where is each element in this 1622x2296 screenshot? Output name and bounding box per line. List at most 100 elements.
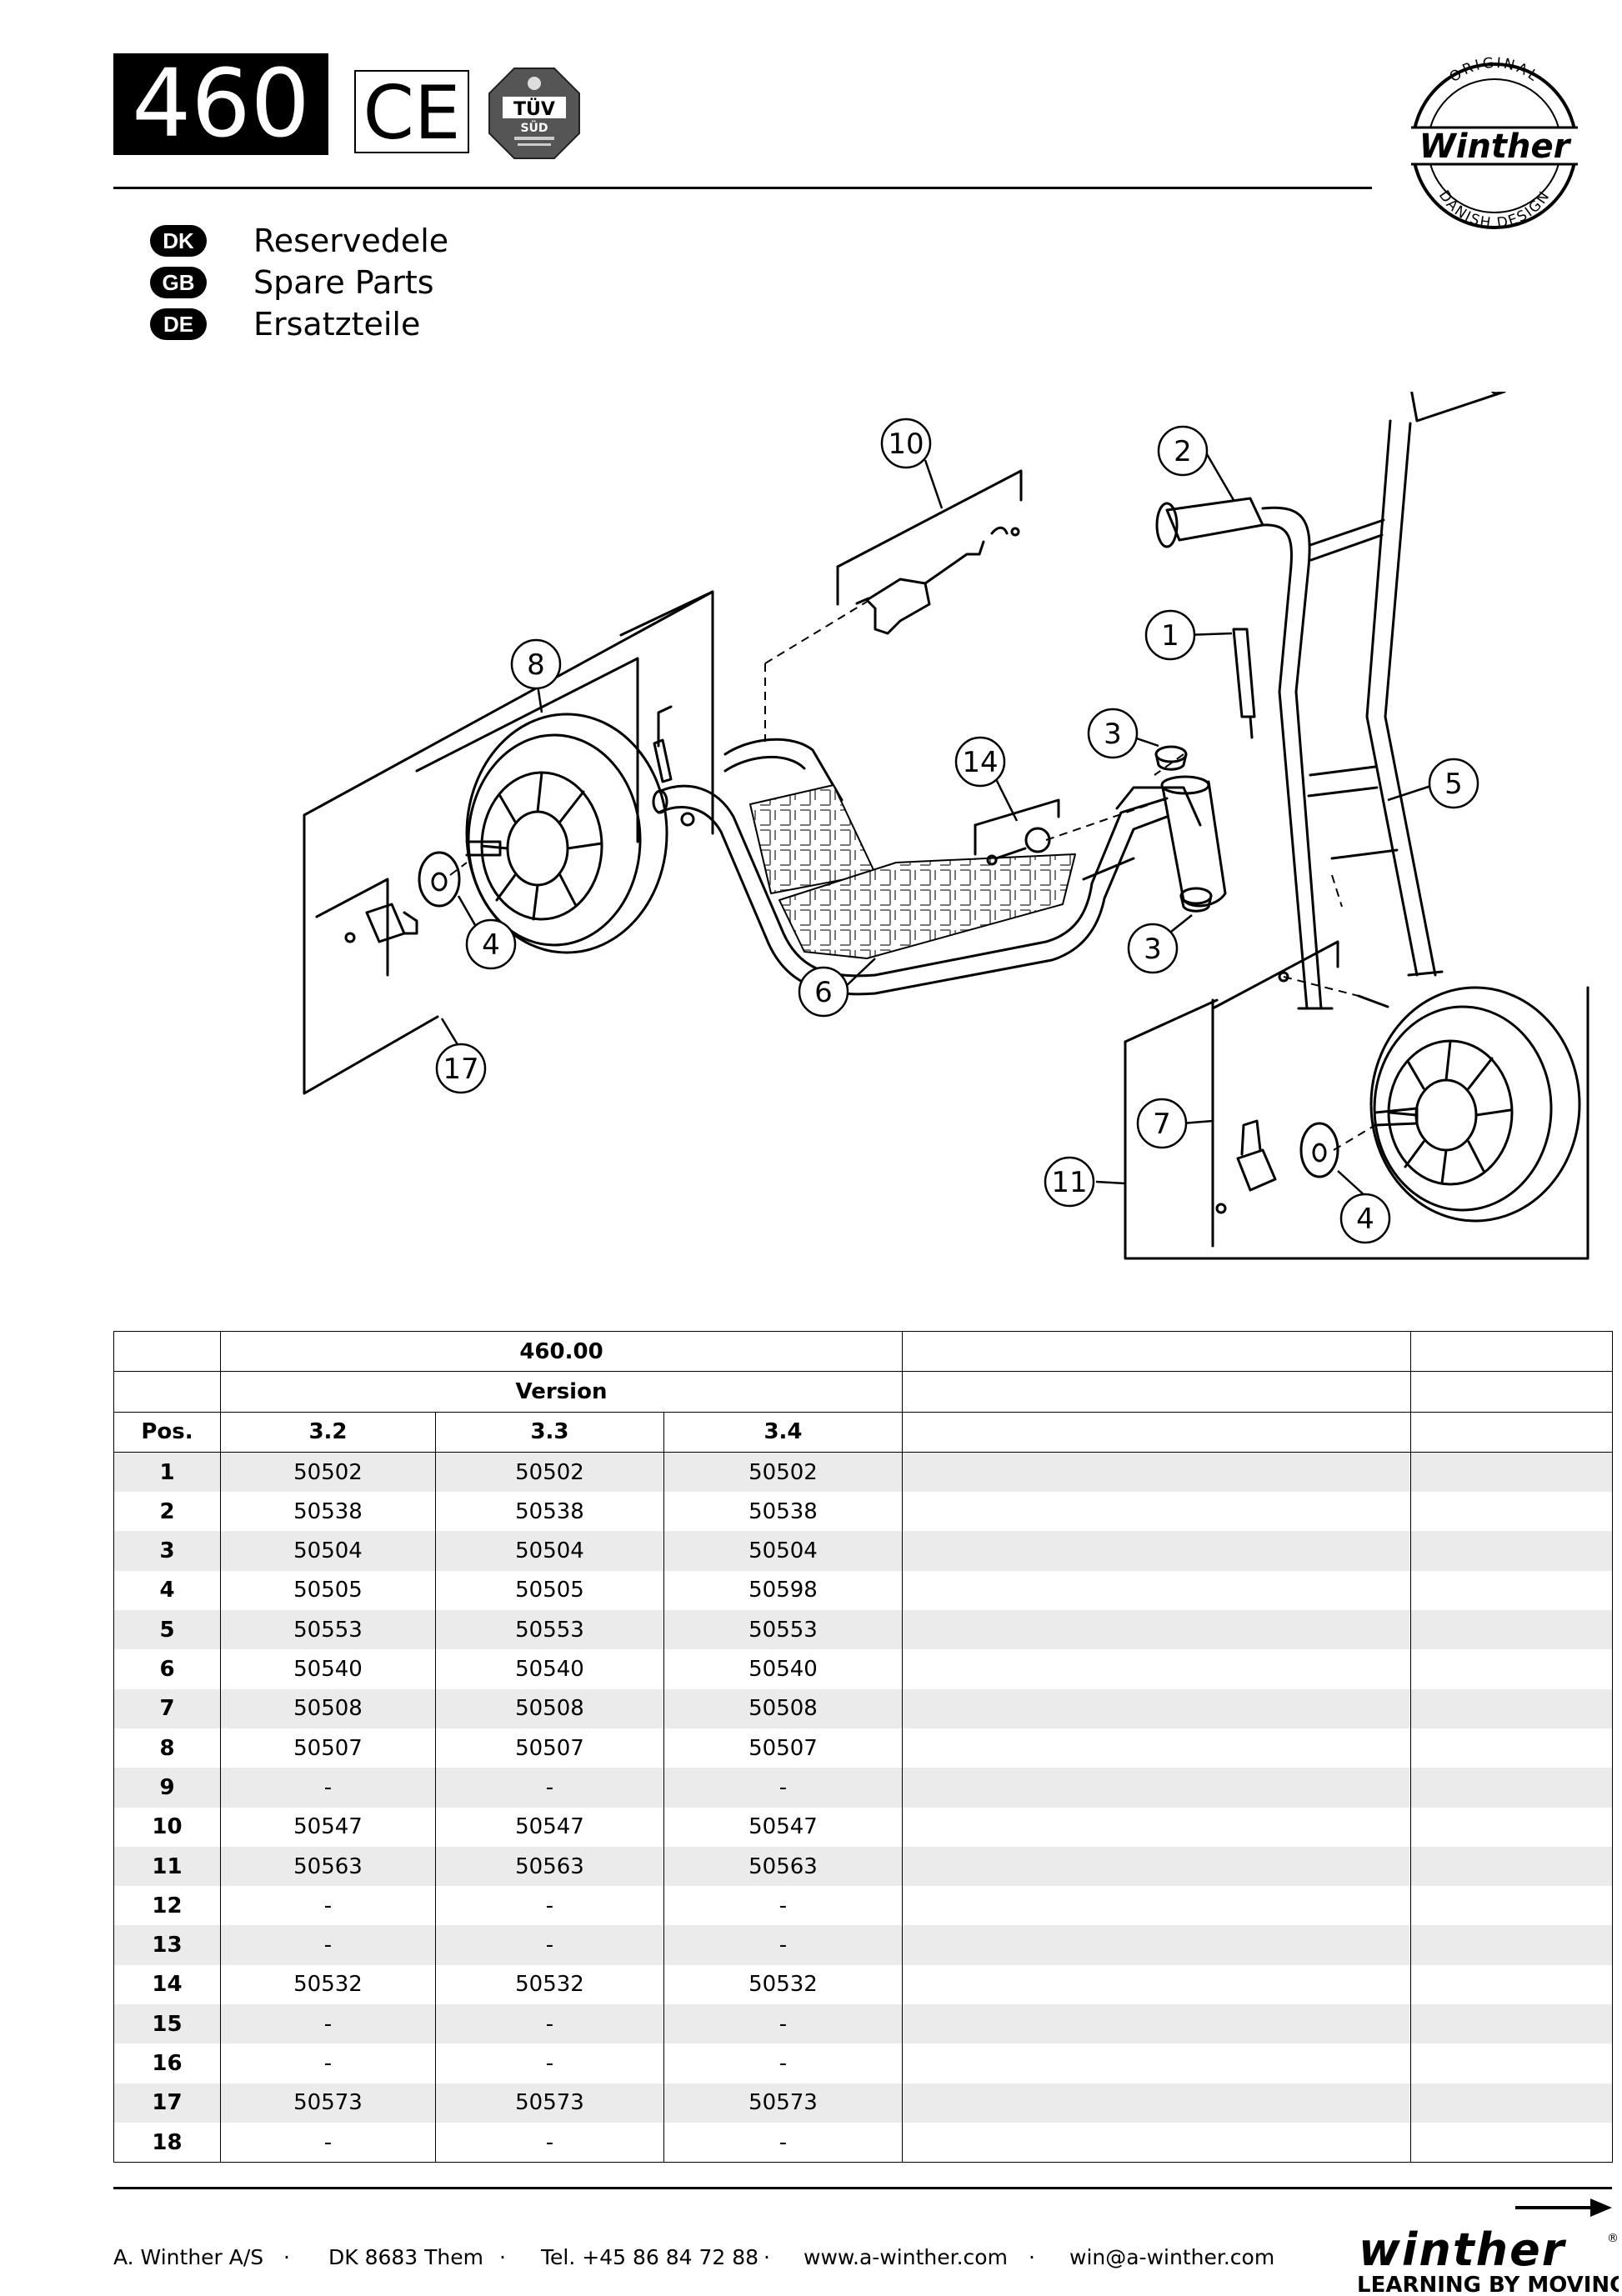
tuv-main-text: TÜV	[513, 98, 555, 120]
part-number-cell: 50504	[435, 1531, 664, 1571]
callout-1: 1	[1161, 619, 1179, 653]
table-version-header: Version	[220, 1371, 903, 1413]
empty-cell	[902, 1768, 1411, 1808]
callout-7: 7	[1153, 1108, 1171, 1141]
part-number-cell: 50508	[220, 1688, 436, 1728]
part-number-cell: 50563	[220, 1846, 436, 1887]
empty-cell	[902, 1728, 1411, 1768]
part-number-cell: 50507	[220, 1728, 436, 1768]
next-page-arrow-icon	[1515, 2198, 1612, 2217]
empty-cell	[902, 1688, 1411, 1728]
empty-cell	[902, 1925, 1411, 1965]
empty-cell	[1410, 1728, 1613, 1768]
footer-email[interactable]: win@a-winther.com	[1069, 2245, 1275, 2269]
part-number-cell: -	[220, 2004, 436, 2044]
empty-cell	[902, 1452, 1411, 1493]
footer-divider	[113, 2187, 1612, 2189]
empty-cell	[1410, 1570, 1613, 1611]
part-number-cell: 50532	[663, 1964, 903, 2005]
part-number-cell: 50532	[220, 1964, 436, 2005]
part-number-cell: 50563	[663, 1846, 903, 1887]
language-code: DE	[150, 308, 207, 340]
callout-10: 10	[888, 428, 924, 461]
language-code: DK	[150, 225, 207, 257]
empty-cell	[1410, 1846, 1613, 1887]
brand-tagline: LEARNING BY MOVING	[1357, 2273, 1619, 2296]
pos-cell: 15	[113, 2004, 221, 2044]
empty-cell	[1410, 1925, 1613, 1965]
empty-cell	[902, 1846, 1411, 1887]
exploded-parts-diagram: 10 2 1 8 3 14 5 4 3 6 17 7 11 4	[303, 392, 1589, 1260]
empty-cell	[1410, 2004, 1613, 2044]
part-number-cell: -	[220, 1768, 436, 1808]
svg-text:DANISH DESIGN: DANISH DESIGN	[1435, 188, 1554, 231]
part-number-cell: 50547	[663, 1807, 903, 1847]
pos-cell: 2	[113, 1492, 221, 1532]
tuv-sud-icon: TÜV SÜD	[488, 68, 580, 159]
part-number-cell: 50553	[663, 1610, 903, 1650]
table-row: 12---	[113, 1886, 1613, 1926]
footer-company: A. Winther A/S	[113, 2245, 264, 2269]
part-number-cell: -	[663, 1925, 903, 1965]
winther-logo: ORIGINAL DANISH DESIGN Winther	[1411, 55, 1578, 231]
empty-cell	[1410, 1886, 1613, 1926]
version-column-header: 3.3	[435, 1411, 664, 1453]
model-number: 460	[113, 53, 328, 155]
brand-registered: ®	[1607, 2232, 1619, 2245]
part-number-cell: -	[663, 1886, 903, 1926]
table-version-row: Version	[113, 1371, 1613, 1413]
part-number-cell: 50547	[220, 1807, 436, 1847]
empty-cell	[902, 1531, 1411, 1571]
part-number-cell: 50547	[435, 1807, 664, 1847]
part-number-cell: 50538	[663, 1492, 903, 1532]
callout-4-right: 4	[1356, 1203, 1374, 1236]
empty-cell	[902, 1649, 1411, 1689]
part-number-cell: 50502	[220, 1452, 436, 1493]
part-number-cell: 50532	[435, 1964, 664, 2005]
version-column-header: 3.2	[220, 1411, 436, 1453]
empty-cell	[902, 1570, 1411, 1611]
language-label: Ersatzteile	[253, 306, 421, 343]
pos-cell: 10	[113, 1807, 221, 1847]
pos-cell: 17	[113, 2083, 221, 2123]
part-number-cell: -	[220, 2043, 436, 2083]
part-number-cell: 50573	[220, 2083, 436, 2123]
part-number-cell: 50538	[435, 1492, 664, 1532]
part-number-cell: -	[435, 2004, 664, 2044]
pos-cell: 12	[113, 1886, 221, 1926]
callout-3-bottom: 3	[1144, 933, 1162, 966]
language-row-de: DE Ersatzteile	[150, 306, 420, 343]
pos-cell: 9	[113, 1768, 221, 1808]
table-row: 9---	[113, 1768, 1613, 1808]
empty-cell	[902, 1807, 1411, 1847]
pos-cell: 14	[113, 1964, 221, 2005]
part-number-cell: -	[663, 2122, 903, 2163]
footer-website[interactable]: www.a-winther.com	[803, 2245, 1008, 2269]
empty-cell	[1410, 1531, 1613, 1571]
pos-cell: 1	[113, 1452, 221, 1493]
footer-separator: ·	[1029, 2245, 1035, 2269]
part-number-cell: 50553	[435, 1610, 664, 1650]
empty-cell	[1410, 1649, 1613, 1689]
callout-4-left: 4	[482, 928, 500, 962]
empty-cell	[1410, 1610, 1613, 1650]
ce-mark-text: CE	[363, 72, 460, 152]
part-number-cell: 50508	[435, 1688, 664, 1728]
language-label: Spare Parts	[253, 264, 434, 301]
empty-cell	[902, 2043, 1411, 2083]
part-number-cell: -	[663, 2043, 903, 2083]
language-row-gb: GB Spare Parts	[150, 264, 434, 301]
logo-name-text: Winther	[1419, 128, 1572, 166]
part-number-cell: -	[220, 1925, 436, 1965]
pos-cell: 8	[113, 1728, 221, 1768]
footer-separator: ·	[283, 2245, 290, 2269]
